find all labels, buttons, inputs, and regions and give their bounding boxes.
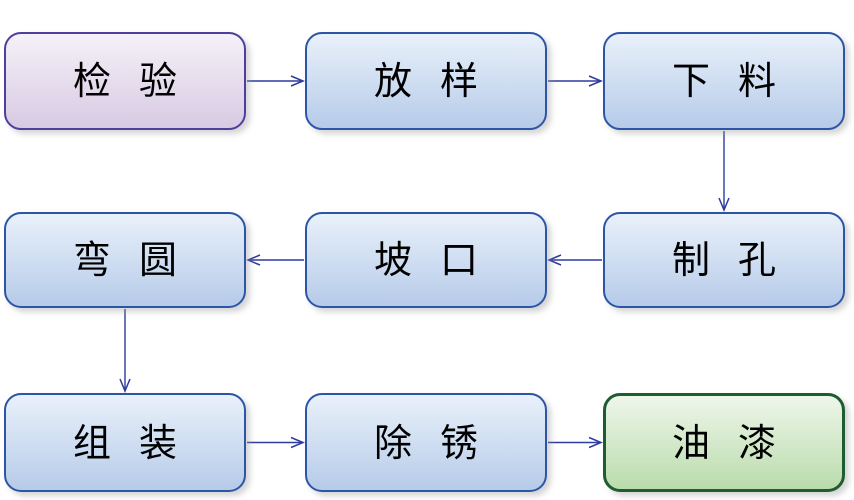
flow-node-cutting: 下 料 (603, 32, 845, 130)
flow-node-painting: 油 漆 (603, 393, 845, 492)
flow-node-derusting: 除 锈 (305, 393, 547, 492)
flow-node-label-assembly: 组 装 (72, 420, 186, 465)
flow-node-drilling: 制 孔 (603, 212, 845, 308)
flow-node-label-beveling: 坡 口 (373, 238, 487, 282)
flow-node-rolling: 弯 圆 (4, 212, 246, 308)
flow-node-label-rolling: 弯 圆 (72, 238, 186, 282)
flow-node-beveling: 坡 口 (305, 212, 547, 308)
flow-node-label-painting: 油 漆 (671, 420, 785, 465)
flow-node-assembly: 组 装 (4, 393, 246, 492)
flow-node-lofting: 放 样 (305, 32, 547, 130)
flow-node-inspection: 检 验 (4, 32, 246, 130)
flow-node-label-inspection: 检 验 (72, 59, 186, 103)
flow-node-label-lofting: 放 样 (373, 59, 487, 103)
flow-node-label-derusting: 除 锈 (373, 420, 487, 465)
flow-node-label-cutting: 下 料 (671, 59, 785, 103)
flow-node-label-drilling: 制 孔 (671, 238, 785, 282)
